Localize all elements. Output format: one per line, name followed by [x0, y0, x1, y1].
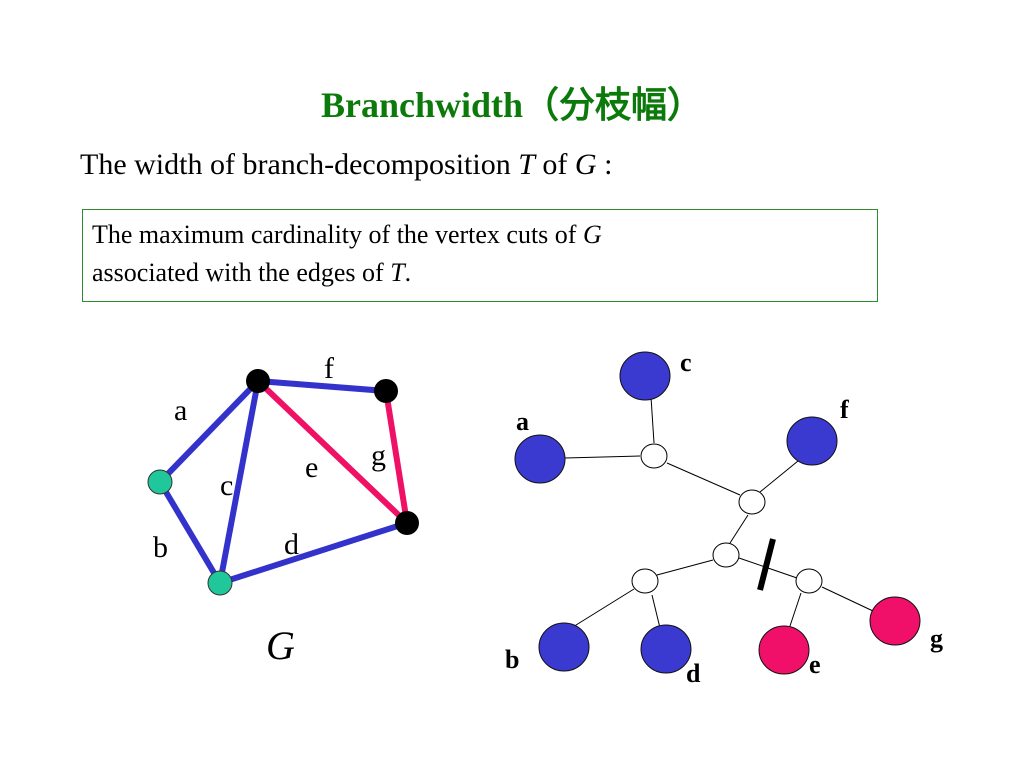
graph-vertex-right-bottom	[395, 511, 419, 535]
tree-edge	[788, 592, 802, 630]
graph-label-a: a	[174, 394, 187, 427]
subtitle-var-t: T	[518, 148, 535, 181]
definition-line-2: associated with the edges of T.	[92, 254, 868, 292]
subtitle: The width of branch-decomposition T of G…	[80, 148, 612, 182]
graph-label-d: d	[284, 528, 299, 561]
tree-label-f: f	[840, 395, 849, 424]
tree-leaf-b	[538, 622, 590, 672]
graph-edge-g	[383, 390, 410, 524]
tree-leaf-c	[619, 351, 671, 401]
tree-internal-node	[712, 542, 740, 568]
graph-vertex-right-top	[374, 379, 398, 403]
tree-edge	[759, 460, 799, 493]
graph-label-f: f	[324, 352, 334, 385]
tree-leaf-d	[640, 624, 692, 674]
graph-label-c: c	[220, 469, 233, 502]
graph-edge-a	[157, 378, 261, 485]
tree-edge	[729, 514, 749, 544]
definition-line2-var: T	[390, 258, 405, 287]
graph-label-b: b	[153, 531, 168, 564]
subtitle-post: :	[596, 148, 613, 181]
tree-leaf-e	[758, 625, 810, 675]
cut-marker	[757, 538, 776, 591]
tree-label-b: b	[505, 645, 519, 674]
graph-edge-b	[157, 480, 223, 585]
graph-edge-e	[255, 378, 410, 526]
tree-internal-node	[640, 443, 668, 469]
graph-vertex-left	[147, 469, 173, 495]
graph-edge-f	[257, 378, 387, 394]
graph-edge-d	[219, 520, 408, 586]
graph-g: a b c d e f g G	[147, 352, 419, 668]
tree-edge	[821, 586, 874, 612]
definition-line1-var: G	[582, 220, 602, 249]
decomposition-tree: a c f b d e g	[505, 348, 943, 688]
subtitle-pre: The width of branch-decomposition	[80, 148, 519, 181]
subtitle-mid: of	[534, 148, 575, 181]
tree-leaf-a	[514, 434, 566, 484]
tree-internal-node	[738, 489, 766, 515]
tree-edge	[564, 455, 641, 459]
definition-line2-end: .	[404, 258, 412, 287]
subtitle-var-g: G	[574, 148, 597, 181]
tree-internal-node	[631, 568, 659, 594]
tree-edge	[567, 588, 635, 631]
definition-line-1: The maximum cardinality of the vertex cu…	[92, 216, 868, 254]
graph-edge-c	[217, 380, 261, 584]
tree-leaf-f	[786, 416, 838, 466]
graph-label-e: e	[305, 451, 318, 484]
graph-vertex-bottom	[207, 570, 233, 596]
graph-vertex-top	[246, 369, 270, 393]
tree-label-d: d	[686, 659, 701, 688]
tree-internal-node	[795, 568, 823, 594]
tree-label-a: a	[516, 407, 529, 436]
graph-label-g: g	[371, 439, 386, 472]
tree-edge	[656, 559, 714, 576]
definition-line2-text: associated with the edges of	[92, 258, 391, 287]
definition-box: The maximum cardinality of the vertex cu…	[82, 209, 878, 302]
tree-label-g: g	[930, 624, 943, 653]
graph-name-label: G	[266, 623, 295, 668]
tree-edge	[650, 396, 655, 444]
tree-label-e: e	[809, 650, 821, 679]
tree-edge	[651, 594, 661, 629]
tree-label-c: c	[680, 348, 692, 377]
tree-leaf-g	[869, 596, 921, 646]
tree-edge	[666, 462, 741, 496]
definition-line1-text: The maximum cardinality of the vertex cu…	[92, 220, 583, 249]
slide-title: Branchwidth（分枝幅）	[320, 85, 704, 125]
